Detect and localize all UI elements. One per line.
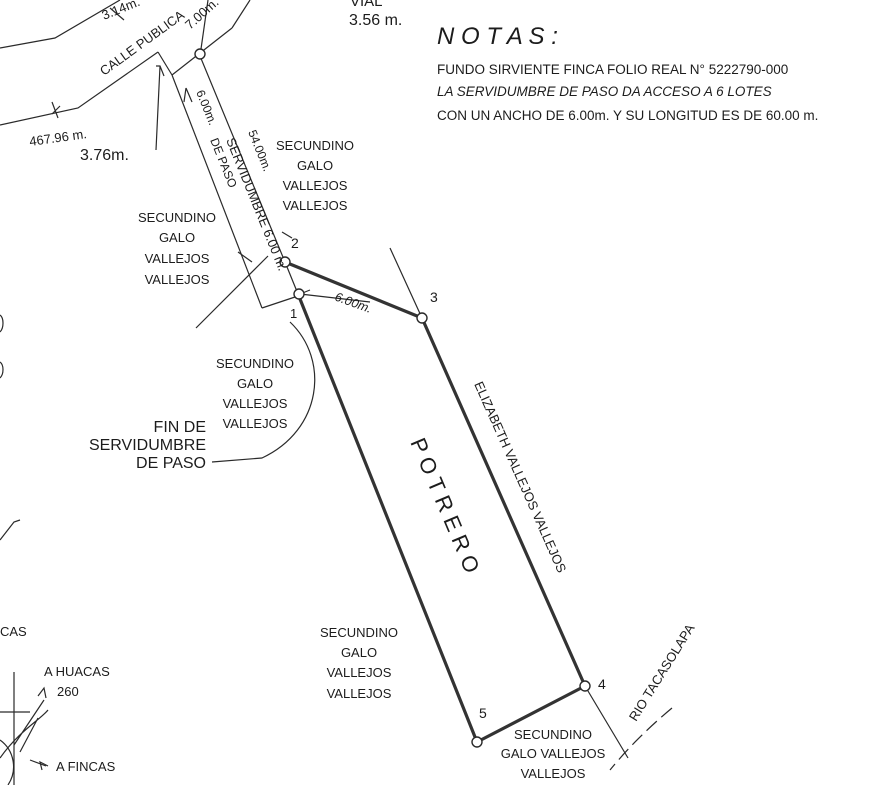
fincas-arrow-icon — [39, 760, 49, 771]
measure-3-14: 3.14m. — [100, 0, 142, 23]
neighbor-b-line-1: SECUNDINO — [138, 210, 216, 225]
neighbor-label-bottom: SECUNDINO GALO VALLEJOS VALLEJOS — [501, 727, 606, 781]
point-5-label: 5 — [479, 705, 487, 721]
neighbor-c-line-4: VALLEJOS — [223, 416, 288, 431]
neighbor-a-line-3: VALLEJOS — [283, 178, 348, 193]
neighbor-label-upper-right: SECUNDINO GALO VALLEJOS VALLEJOS — [276, 138, 354, 213]
point-1-marker — [293, 288, 305, 300]
river-label: RIO TACASOLAPA — [626, 621, 698, 724]
point-2-label: 2 — [291, 235, 299, 251]
point-3-marker — [416, 312, 428, 324]
measure-7-00: 7.00m. — [182, 0, 222, 32]
neighbor-elizabeth-label: ELIZABETH VALLEJOS VALLEJOS — [471, 379, 569, 575]
neighbor-c-line-3: VALLEJOS — [223, 396, 288, 411]
neighbor-label-middle: SECUNDINO GALO VALLEJOS VALLEJOS — [216, 356, 294, 431]
neighbor-b-line-4: VALLEJOS — [145, 272, 210, 287]
neighbor-e-line-3: VALLEJOS — [521, 766, 586, 781]
neighbor-c-line-1: SECUNDINO — [216, 356, 294, 371]
vial-label: VIAL — [350, 0, 383, 10]
end-of-easement-note: FIN DE SERVIDUMBRE DE PASO — [89, 419, 206, 472]
point-4-label: 4 — [598, 676, 606, 692]
left-labels: CAS A HUACAS 260 A FINCAS — [0, 624, 116, 774]
point-2-marker — [279, 256, 291, 268]
measure-467-96: 467.96 m. — [28, 126, 87, 149]
measure-3-76: 3.76m. — [80, 147, 129, 164]
fincas-label: A FINCAS — [56, 759, 116, 774]
point-4-marker — [579, 680, 591, 692]
neighbor-d-line-1: SECUNDINO — [320, 625, 398, 640]
measure-3-56: 3.56 m. — [349, 12, 402, 29]
street-corner-marker — [194, 48, 206, 60]
notes-line-2: LA SERVIDUMBRE DE PASO DA ACCESO A 6 LOT… — [437, 84, 772, 99]
neighbor-b-line-3: VALLEJOS — [145, 251, 210, 266]
easement-segment-label: 6.00m. — [333, 290, 374, 316]
point-1-label: 1 — [290, 306, 297, 321]
neighbor-d-line-4: VALLEJOS — [327, 686, 392, 701]
guide-lines — [155, 65, 673, 771]
neighbor-label-lower: SECUNDINO GALO VALLEJOS VALLEJOS — [320, 625, 398, 701]
end-note-line-2: SERVIDUMBRE — [89, 437, 206, 454]
cas-label: CAS — [0, 624, 27, 639]
neighbor-label-left: SECUNDINO GALO VALLEJOS VALLEJOS — [138, 210, 216, 287]
neighbor-e-line-1: SECUNDINO — [514, 727, 592, 742]
neighbor-a-line-4: VALLEJOS — [283, 198, 348, 213]
neighbor-a-line-1: SECUNDINO — [276, 138, 354, 153]
neighbor-c-line-2: GALO — [237, 376, 273, 391]
parcel-label: P O T R E R O — [405, 434, 484, 577]
notes-block: N O T A S : FUNDO SIRVIENTE FINCA FOLIO … — [437, 23, 818, 123]
public-street-lines — [0, 0, 251, 126]
left-edge-marks — [0, 314, 49, 785]
neighbor-a-line-2: GALO — [297, 158, 333, 173]
neighbor-d-line-2: GALO — [341, 645, 377, 660]
number-260-label: 260 — [57, 684, 79, 699]
notes-line-3: CON UN ANCHO DE 6.00m. Y SU LONGITUD ES … — [437, 108, 818, 123]
neighbor-d-line-3: VALLEJOS — [327, 665, 392, 680]
notes-line-1: FUNDO SIRVIENTE FINCA FOLIO REAL N° 5222… — [437, 62, 788, 77]
notes-heading: N O T A S : — [437, 23, 558, 50]
point-3-label: 3 — [430, 289, 438, 305]
end-note-line-1: FIN DE — [154, 419, 206, 436]
vertex-points: 1 2 3 4 5 — [194, 48, 606, 748]
neighbor-b-line-2: GALO — [159, 230, 195, 245]
easement-corridor — [171, 55, 299, 309]
neighbor-e-line-2: GALO VALLEJOS — [501, 746, 606, 761]
end-note-line-3: DE PASO — [136, 455, 206, 472]
huacas-label: A HUACAS — [44, 664, 110, 679]
huacas-arrow-icon — [37, 686, 47, 699]
point-5-marker — [471, 736, 483, 748]
